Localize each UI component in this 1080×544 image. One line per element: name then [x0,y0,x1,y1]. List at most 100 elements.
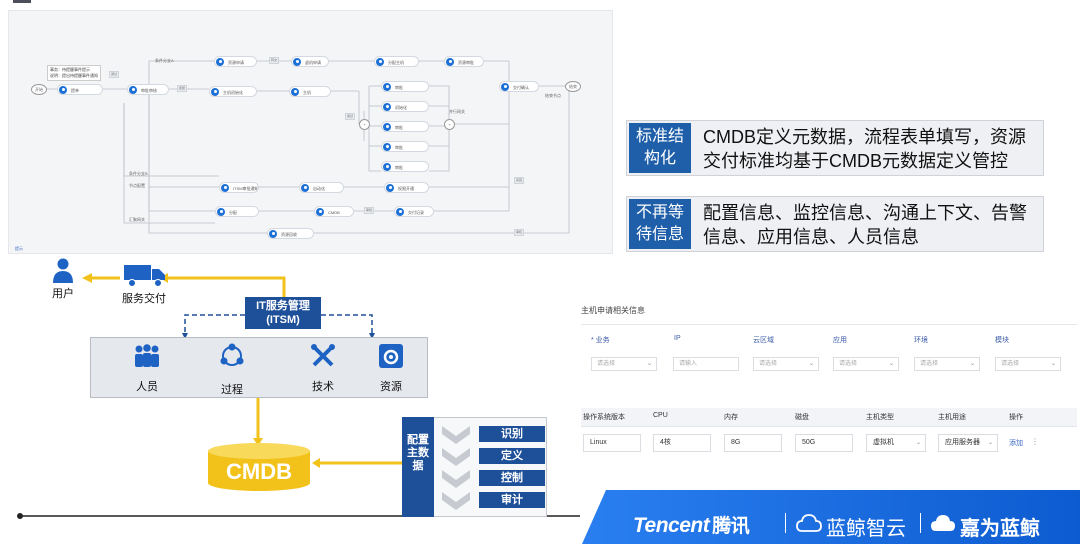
master-item: 控制 [479,470,545,486]
os-input[interactable]: Linux [583,434,641,452]
user-icon [301,184,309,192]
master-item: 定义 [479,448,545,464]
user-icon [376,58,384,66]
more-icon[interactable]: ⋮ [1031,437,1039,446]
user-icon [291,88,299,96]
flow-node[interactable]: 权限开通 [384,182,429,193]
info-box-no-waiting: 不再等待信息 配置信息、监控信息、沟通上下文、告警信息、应用信息、人员信息 [626,196,1044,252]
user-icon [129,86,137,94]
flow-node[interactable]: 交付确认 [499,81,539,92]
field-label: 应用 [833,337,847,344]
cloud-region-select[interactable]: 请选择⌄ [753,357,819,371]
memory-input[interactable]: 8G [724,434,782,452]
field-label: 环境 [914,337,928,344]
gateway-node[interactable]: + [359,119,370,130]
chevron-stack-icon [442,426,470,510]
divider [785,513,786,533]
resource-gear-icon [379,344,403,368]
cmdb-label: CMDB [226,459,292,484]
flow-node[interactable]: 审批 [381,141,429,152]
tools-icon [311,344,335,367]
cloud-icon [796,514,822,532]
column-header: 操作系统版本 [583,414,625,421]
user-icon [316,208,324,216]
flow-node[interactable]: 审批 [381,161,429,172]
chevron-down-icon: ⌄ [888,361,894,367]
itsm-box: IT服务管理 (ITSM) [245,297,321,329]
add-row-link[interactable]: 添加 [1009,440,1023,447]
chevron-down-icon: ⌄ [915,440,921,446]
info-text: 配置信息、监控信息、沟通上下文、告警信息、应用信息、人员信息 [703,203,1027,247]
flow-node[interactable]: 资源回收 [267,228,314,239]
flow-node[interactable]: 资源审批 [444,56,484,67]
user-icon [53,258,73,283]
user-icon [383,83,391,91]
flow-node[interactable]: 主机初始化 [209,86,257,97]
flow-node[interactable]: 交付记录 [394,206,434,217]
disk-input[interactable]: 50G [795,434,853,452]
flow-node[interactable]: 审批 [381,81,429,92]
master-item: 识别 [479,426,545,442]
resource-label: 过程 [221,384,243,396]
cmdb-database-icon [208,443,310,491]
flow-node[interactable]: CMDB [314,206,354,217]
flow-node[interactable]: 分配主机 [374,56,419,67]
host-request-form: * 业务 IP 云区域 应用 环境 模块 请选择⌄ 请输入 请选择⌄ 请选择⌄ … [581,324,1077,387]
edge-tag: 通过 [109,71,120,78]
flow-node[interactable]: 分配 [215,206,259,217]
resource-label: 人员 [136,381,158,393]
edge-tag: 拒绝 [177,85,188,92]
host-use-select[interactable]: 应用服务器⌄ [938,434,998,452]
app-select[interactable]: 请选择⌄ [833,357,899,371]
form-title: 主机申请相关信息 [581,306,645,315]
edge-tag: 驳回 [514,177,525,184]
cpu-input[interactable]: 4核 [653,434,711,452]
flow-node[interactable]: 初始化 [381,101,429,112]
table-header: 操作系统版本 CPU 内存 磁盘 主机类型 主机用途 操作 [581,408,1077,427]
business-select[interactable]: 请选择⌄ [591,357,657,371]
edge-tag: 审批 [364,207,375,214]
flow-node[interactable]: 提单 [57,84,103,95]
flow-node[interactable]: 审批审核 [127,84,169,95]
resource-label: 资源 [380,381,402,393]
workflow-canvas[interactable]: 事务：待提醒事件提示 说明：提出待提醒事件通知 开始 结束 提单 审批审核 资源… [8,10,613,254]
module-select[interactable]: 请选择⌄ [995,357,1061,371]
chevron-down-icon: ⌄ [969,361,975,367]
info-box-structured: 标准结构化 CMDB定义元数据，流程表单填写，资源交付标准均基于CMDB元数据定… [626,120,1044,176]
user-icon [216,58,224,66]
host-type-select[interactable]: 虚拟机⌄ [866,434,926,452]
process-cycle-icon [220,343,244,366]
resource-panel: 人员 过程 技术 资源 [90,337,428,398]
group-icon [293,58,301,66]
flow-node[interactable]: 审批 [381,121,429,132]
user-label: 用户 [52,288,74,300]
chevron-down-icon: ⌄ [646,361,652,367]
flow-node[interactable]: 资源申请 [214,56,257,67]
field-label: IP [674,335,681,342]
user-icon [396,208,404,216]
info-tag: 不再等待信息 [629,199,691,249]
field-label: * 业务 [591,337,610,344]
bk-cloud-name: 蓝鲸智云 [826,518,906,540]
info-text: CMDB定义元数据，流程表单填写，资源交付标准均基于CMDB元数据定义管控 [703,127,1026,171]
gateway-node[interactable]: + [444,119,455,130]
user-icon [269,230,277,238]
field-label: 模块 [995,337,1009,344]
user-icon [221,184,229,192]
env-select[interactable]: 请选择⌄ [914,357,980,371]
user-icon [383,143,391,151]
start-node[interactable]: 开始 [31,84,47,95]
flow-node[interactable]: ITSM审批通知 [219,182,259,193]
flow-node[interactable]: 虚机申请 [291,56,329,67]
flow-node[interactable]: 主机 [289,86,331,97]
flow-node[interactable]: 自动化 [299,182,344,193]
user-icon [383,123,391,131]
end-node[interactable]: 结束 [565,81,581,92]
column-header: 磁盘 [795,414,809,421]
resource-label: 技术 [312,381,334,393]
branch-label: 节点配置 [129,183,145,188]
delivery-label: 服务交付 [122,293,166,305]
ip-input[interactable]: 请输入 [673,357,739,371]
edge-tag: 转交 [269,57,280,64]
